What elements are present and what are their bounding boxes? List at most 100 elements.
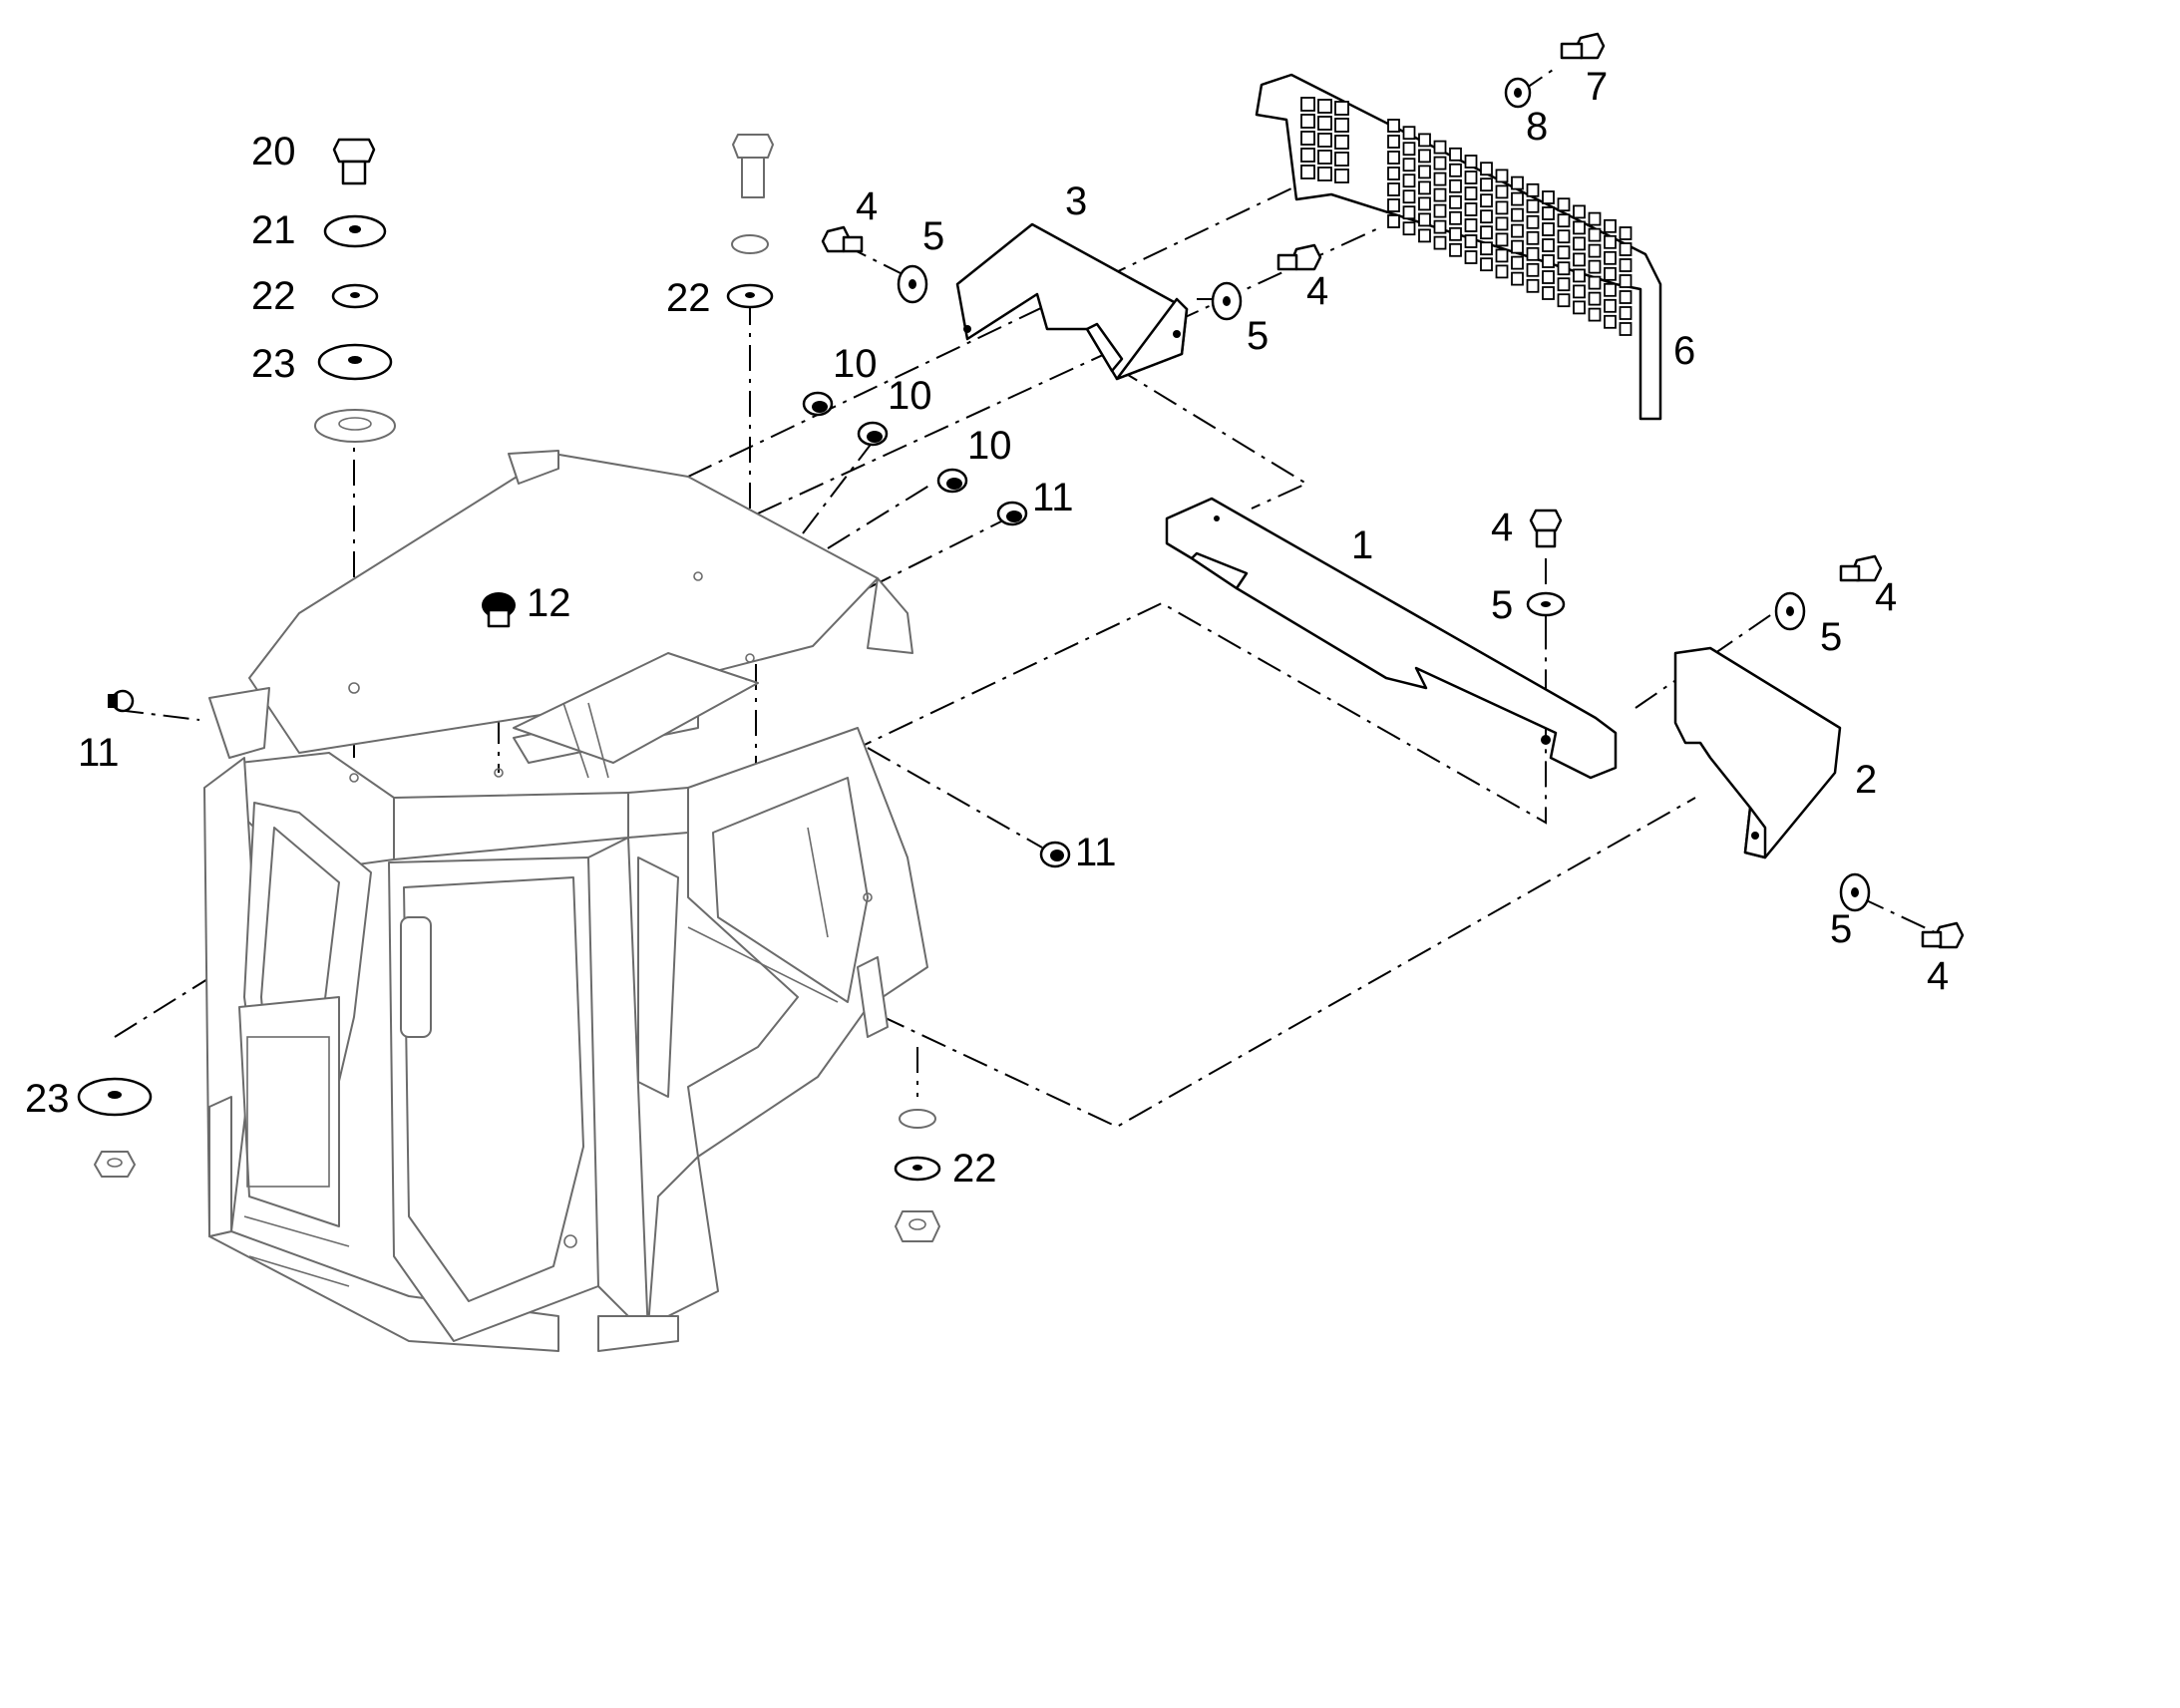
grille-cell (1588, 211, 1602, 226)
bolt-4c-icon (1529, 509, 1563, 548)
callout-11a: 11 (1032, 476, 1074, 519)
callout-20: 20 (251, 130, 296, 173)
bolt-4e-icon (1921, 921, 1965, 949)
grille-cell (1542, 190, 1555, 204)
grille-cell (1542, 206, 1555, 220)
callout-22a: 22 (251, 274, 296, 318)
grille-cell (1526, 198, 1540, 213)
grille-cell (1464, 218, 1478, 232)
grille-cell (1619, 258, 1633, 272)
callout-4c: 4 (1491, 506, 1513, 549)
grille-cell (1418, 165, 1431, 179)
bolt-20-icon (332, 138, 376, 185)
grille-cell (1418, 149, 1431, 164)
washer-5e-icon (1839, 872, 1871, 912)
grille-cell (1588, 227, 1602, 242)
grille-cell (1573, 204, 1586, 219)
grille-cell (1464, 155, 1478, 169)
grommet-10b-icon (857, 421, 889, 447)
grille-cell (1300, 114, 1315, 129)
grille-cell (1387, 214, 1400, 228)
grille-cell (1433, 187, 1447, 202)
grille-cell (1300, 97, 1315, 112)
washer-22-lower-icon (894, 1109, 941, 1242)
callout-4a: 4 (856, 184, 878, 228)
washer-23-lower-icon (77, 1077, 153, 1178)
bolt-4d-icon (1839, 554, 1883, 582)
grille-cell (1433, 219, 1447, 234)
grille-cell (1604, 298, 1617, 313)
grille-cell (1604, 314, 1617, 329)
grille-cell (1387, 119, 1400, 133)
grille-cell (1480, 241, 1493, 256)
grille-cell (1495, 184, 1509, 199)
grille-cell (1557, 245, 1571, 260)
grille-cell (1300, 165, 1315, 179)
grille-cell (1619, 322, 1633, 336)
grille-cell (1604, 218, 1617, 233)
grille-cell (1526, 262, 1540, 277)
callouts: 1 2 3 4 4 4 4 4 5 5 5 5 5 6 7 8 10 10 10… (25, 65, 1949, 1191)
grille-cell (1480, 177, 1493, 192)
grille-cell (1480, 162, 1493, 176)
grille-cell (1526, 230, 1540, 245)
grille-cell (1317, 99, 1332, 114)
grille-cell (1526, 246, 1540, 261)
grille-cell (1495, 248, 1509, 263)
grille-cell (1418, 133, 1431, 148)
grille-cell (1495, 216, 1509, 231)
bolt-center-icon (726, 134, 774, 309)
grille-cell (1557, 197, 1571, 212)
grille-cell (1402, 205, 1416, 220)
grille-cell (1480, 225, 1493, 240)
grille-cell (1480, 193, 1493, 208)
grille-cell (1449, 163, 1462, 177)
callout-22c: 22 (952, 1147, 997, 1191)
callout-21: 21 (251, 208, 296, 252)
callout-8: 8 (1526, 105, 1548, 149)
grommet-11c-icon (108, 689, 135, 713)
grille-cell (1588, 259, 1602, 274)
grille-cell (1334, 152, 1349, 167)
grille-cell (1433, 140, 1447, 155)
grille-cell (1542, 254, 1555, 268)
grille-cell (1526, 278, 1540, 293)
bolt-4a-icon (821, 225, 864, 253)
grille-cell (1573, 268, 1586, 283)
grille-cell (1511, 255, 1524, 270)
grille-cell (1387, 198, 1400, 212)
grille-cell (1511, 191, 1524, 206)
part-6-grille-panel (1255, 73, 1662, 421)
grille-cell (1573, 236, 1586, 251)
callout-2: 2 (1855, 758, 1877, 802)
grille-cell (1526, 214, 1540, 229)
grille-cell (1573, 220, 1586, 235)
bolt-7-icon (1560, 32, 1606, 60)
callout-6: 6 (1673, 329, 1695, 373)
grille-cell (1511, 271, 1524, 286)
grille-cell (1464, 186, 1478, 200)
grille-cell (1402, 221, 1416, 236)
grille-cell (1387, 135, 1400, 149)
callout-5c: 5 (1491, 583, 1513, 627)
grille-cell (1557, 277, 1571, 292)
grille-cell (1619, 226, 1633, 240)
grille-cell (1511, 175, 1524, 190)
callout-5a: 5 (922, 214, 944, 258)
grille-cell (1619, 290, 1633, 304)
plug-12-icon (482, 592, 516, 628)
grille-cell (1464, 171, 1478, 184)
grille-cell (1557, 261, 1571, 276)
grille-cell (1495, 232, 1509, 247)
grille-cell (1542, 286, 1555, 300)
grille-cell (1433, 235, 1447, 250)
grille-cell (1511, 223, 1524, 238)
grille-cell (1334, 169, 1349, 183)
grille-cell (1449, 178, 1462, 193)
grommet-11a-icon (996, 501, 1028, 526)
callout-5b: 5 (1247, 314, 1269, 358)
grille-cell (1588, 307, 1602, 322)
callout-23a: 23 (251, 342, 296, 386)
grille-cell (1464, 202, 1478, 216)
grille-cell (1334, 135, 1349, 150)
